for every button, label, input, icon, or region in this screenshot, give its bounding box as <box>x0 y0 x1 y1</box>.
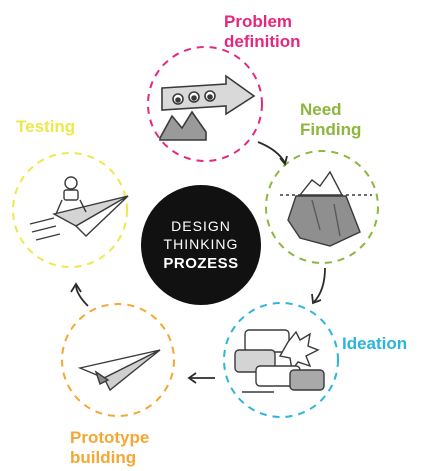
prototype-building-label-line1: Prototype <box>70 428 150 447</box>
problem-definition-label: Problem definition <box>224 12 300 52</box>
testing-circle <box>12 152 128 268</box>
need-finding-sketch <box>280 170 372 247</box>
center-disc <box>141 185 261 305</box>
need-finding-label-line1: Need <box>300 100 342 119</box>
ideation-sketch <box>234 329 325 393</box>
ideation-label-line1: Ideation <box>342 334 408 353</box>
problem-definition-label-line1: Problem <box>224 12 293 31</box>
testing-label-line1: Testing <box>16 117 76 136</box>
center-line-2: THINKING <box>163 236 239 252</box>
prototype-building-circle <box>61 303 175 417</box>
testing-label: Testing <box>16 117 75 137</box>
need-finding-label: Need Finding <box>300 100 361 140</box>
ideation-label: Ideation <box>342 334 407 354</box>
need-finding-circle <box>265 150 379 264</box>
center-line-1: DESIGN <box>171 218 231 234</box>
prototype-building-sketch <box>77 349 161 392</box>
problem-definition-circle <box>147 46 263 162</box>
prototype-building-label: Prototype building <box>70 428 149 468</box>
problem-definition-label-line2: definition <box>224 32 301 51</box>
center-line-3: PROZESS <box>163 255 239 272</box>
testing-sketch <box>29 176 129 241</box>
ideation-circle <box>223 302 339 418</box>
need-finding-label-line2: Finding <box>300 120 362 139</box>
problem-definition-sketch <box>159 74 256 141</box>
prototype-building-label-line2: building <box>70 448 137 467</box>
arrow-to-ideation <box>313 267 326 303</box>
arrow-to-testing <box>75 284 89 307</box>
flow-arrows <box>70 141 326 384</box>
arrow-to-need-finding <box>257 141 286 164</box>
